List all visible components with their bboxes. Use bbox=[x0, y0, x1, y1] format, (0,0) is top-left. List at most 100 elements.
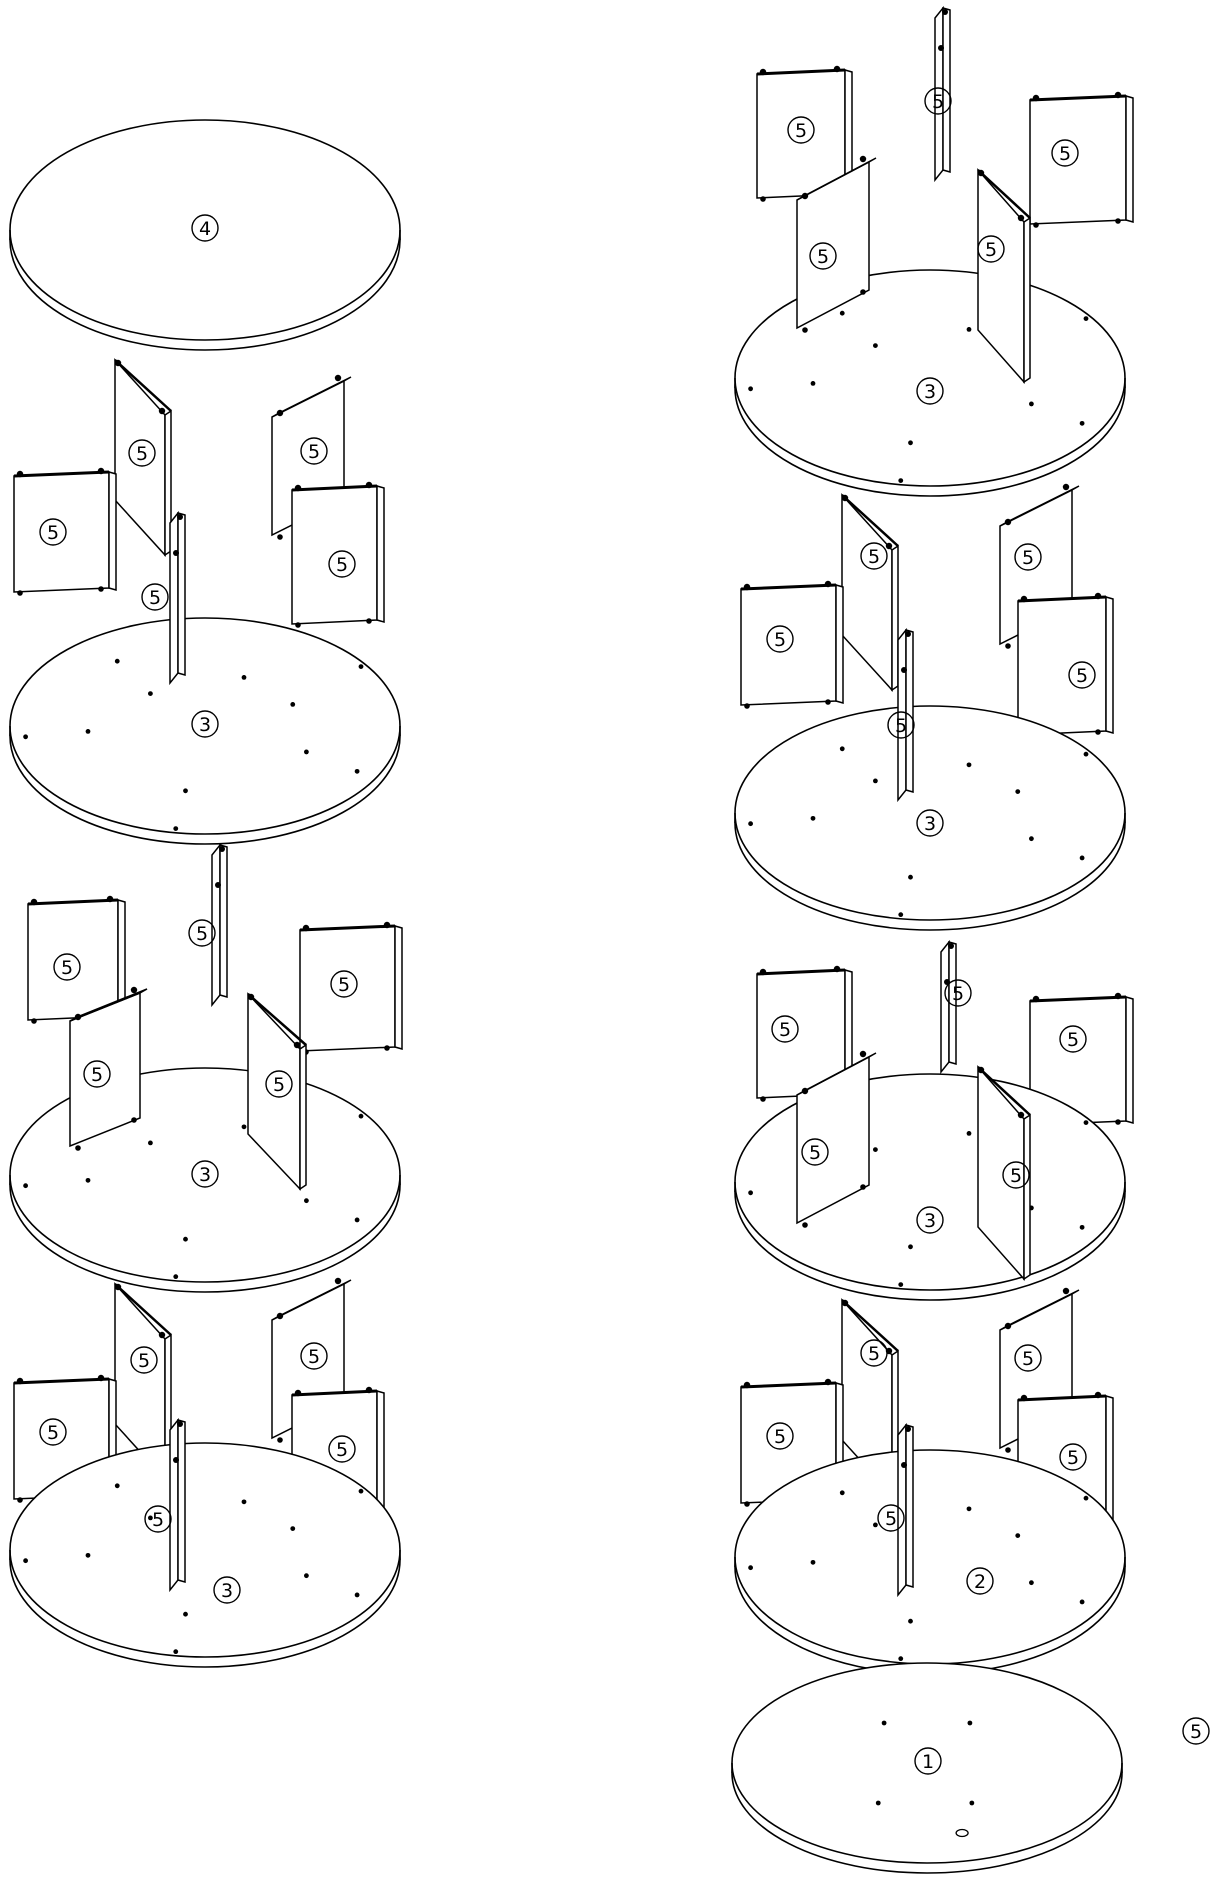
dowel bbox=[295, 622, 301, 628]
peg-hole bbox=[898, 1656, 904, 1662]
panel-part-label: 5 bbox=[766, 1422, 794, 1450]
shelf-disk-l3: 3 bbox=[9, 1442, 401, 1668]
part-number-label: 5 bbox=[952, 983, 964, 1005]
dowel bbox=[1017, 214, 1025, 222]
peg-hole bbox=[1029, 836, 1034, 842]
peg-hole bbox=[908, 1244, 913, 1250]
peg-hole bbox=[1079, 1599, 1085, 1605]
dowel bbox=[277, 1437, 283, 1443]
panel-part-label: 5 bbox=[860, 542, 888, 570]
peg-hole bbox=[1029, 401, 1034, 407]
part-number-label: 5 bbox=[196, 923, 208, 945]
peg-hole bbox=[1079, 855, 1085, 861]
dowel bbox=[31, 1018, 37, 1024]
loose-part-label: 5 bbox=[1182, 1717, 1210, 1745]
part-number-label: 5 bbox=[985, 239, 997, 261]
dowel bbox=[743, 1381, 751, 1389]
dowel bbox=[16, 470, 24, 478]
peg-hole bbox=[873, 343, 878, 348]
peg-hole bbox=[1029, 1580, 1034, 1586]
peg-hole bbox=[908, 874, 913, 880]
panel-part-label: 5 bbox=[188, 919, 216, 947]
peg-hole bbox=[85, 1177, 91, 1183]
dowel bbox=[131, 1117, 137, 1123]
panel-part-label: 5 bbox=[39, 518, 67, 546]
dowel bbox=[294, 484, 302, 492]
panel-l1-e: 5 bbox=[141, 510, 186, 686]
peg-hole bbox=[881, 1720, 887, 1726]
peg-hole bbox=[898, 1282, 904, 1287]
dowel bbox=[841, 1299, 849, 1307]
dowel bbox=[759, 968, 767, 976]
peg-hole bbox=[748, 1565, 753, 1571]
panel-part-label: 5 bbox=[83, 1060, 111, 1088]
dowel bbox=[1017, 1111, 1025, 1119]
part-number-label: 5 bbox=[1190, 1721, 1202, 1743]
panel-part-label: 5 bbox=[1014, 1344, 1042, 1372]
dowel bbox=[75, 1145, 81, 1151]
peg-hole bbox=[358, 1113, 364, 1119]
dowel bbox=[1005, 1447, 1011, 1453]
dowel bbox=[334, 1277, 342, 1285]
panel-r3-a: 5 bbox=[940, 939, 972, 1075]
dowel bbox=[744, 703, 750, 709]
part-number-label: 5 bbox=[868, 546, 880, 568]
peg-hole bbox=[1015, 1533, 1021, 1538]
part-number-label: 5 bbox=[273, 1074, 285, 1096]
panel-part-label: 5 bbox=[1051, 139, 1079, 167]
dowel bbox=[74, 1013, 82, 1021]
dowel bbox=[16, 1377, 24, 1385]
part-number-label: 5 bbox=[795, 120, 807, 142]
part-number-label: 5 bbox=[932, 91, 944, 113]
peg-hole bbox=[810, 381, 816, 386]
peg-hole bbox=[839, 1490, 845, 1496]
peg-hole bbox=[358, 664, 364, 669]
part-number-label: 2 bbox=[974, 1571, 986, 1593]
peg-hole bbox=[354, 768, 360, 774]
panel-r4-e: 5 bbox=[877, 1422, 914, 1598]
peg-hole bbox=[810, 1559, 816, 1565]
part-number-label: 3 bbox=[924, 1210, 936, 1232]
dowel bbox=[302, 924, 310, 932]
panel-part-label: 5 bbox=[328, 550, 356, 578]
peg-hole bbox=[85, 1552, 91, 1558]
dowel bbox=[173, 550, 179, 556]
part-number-label: 3 bbox=[199, 1164, 211, 1186]
shelf-disk-r3: 3 bbox=[734, 1073, 1126, 1301]
dowel bbox=[1095, 729, 1101, 735]
dowel bbox=[294, 1389, 302, 1397]
dowel bbox=[860, 289, 866, 295]
peg-hole bbox=[1079, 1224, 1085, 1230]
dowel bbox=[744, 1501, 750, 1507]
peg-hole bbox=[839, 746, 845, 752]
part-number-label: 5 bbox=[1067, 1029, 1079, 1051]
part-number-label: 5 bbox=[779, 1019, 791, 1041]
peg-hole bbox=[304, 1573, 309, 1579]
part-number-label: 5 bbox=[885, 1508, 897, 1530]
part-number-label: 5 bbox=[91, 1064, 103, 1086]
peg-hole bbox=[354, 1217, 360, 1223]
dowel bbox=[293, 1041, 301, 1049]
part-number-label: 5 bbox=[138, 1350, 150, 1372]
dowel bbox=[1004, 518, 1012, 526]
dowel bbox=[833, 65, 841, 73]
dowel bbox=[365, 481, 373, 489]
peg-hole bbox=[173, 1649, 179, 1655]
dowel bbox=[801, 192, 809, 200]
peg-hole bbox=[873, 1147, 878, 1152]
part-number-label: 5 bbox=[809, 1142, 821, 1164]
panel-r2-c: 5 bbox=[740, 580, 844, 709]
panel-part-label: 5 bbox=[1068, 661, 1096, 689]
dowel bbox=[977, 1066, 985, 1074]
part-number-label: 5 bbox=[1059, 143, 1071, 165]
dowel bbox=[760, 196, 766, 202]
dowel bbox=[158, 407, 166, 415]
dowel bbox=[859, 1050, 867, 1058]
dowel bbox=[366, 618, 372, 624]
peg-hole bbox=[839, 310, 845, 316]
panel-part-label: 5 bbox=[53, 953, 81, 981]
dowel bbox=[1094, 1391, 1102, 1399]
dowel bbox=[1033, 222, 1039, 228]
panel-l2-d: 5 bbox=[69, 986, 148, 1151]
